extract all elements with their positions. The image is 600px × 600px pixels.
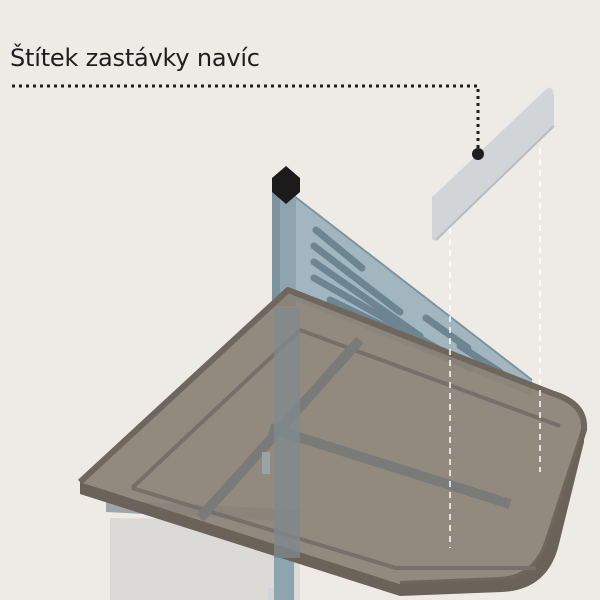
leader-dot-icon (472, 148, 484, 160)
side-panel-upper (294, 196, 532, 396)
callout-leader-line (12, 84, 480, 152)
callout-label: Štítek zastávky navíc (10, 44, 260, 72)
roof-beam-2 (268, 423, 512, 509)
extra-stop-sign-plate (432, 86, 554, 241)
sign-guide-lines (449, 148, 541, 548)
post-cap (272, 166, 300, 204)
